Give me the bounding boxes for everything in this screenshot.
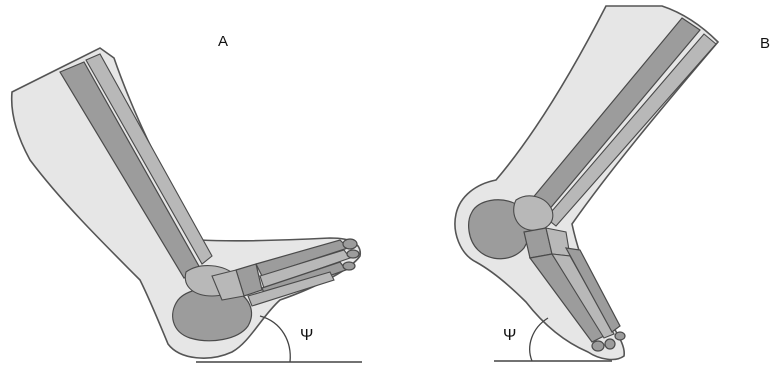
panel-b: B Ψ bbox=[455, 6, 770, 361]
panel-b-toe-2 bbox=[605, 339, 615, 349]
panel-b-toe-1 bbox=[592, 341, 604, 351]
panel-a-angle-symbol: Ψ bbox=[300, 327, 313, 344]
panel-b-label: B bbox=[760, 35, 770, 52]
panel-a: A Ψ bbox=[12, 33, 362, 362]
panel-b-angle-symbol: Ψ bbox=[503, 327, 516, 344]
panel-a-toe-3 bbox=[343, 262, 355, 270]
panel-a-toe-1 bbox=[343, 239, 357, 249]
panel-b-toe-3 bbox=[615, 332, 625, 340]
panel-a-angle-arc bbox=[260, 316, 290, 362]
panel-a-label: A bbox=[218, 33, 228, 50]
panel-a-toe-2 bbox=[347, 250, 359, 258]
